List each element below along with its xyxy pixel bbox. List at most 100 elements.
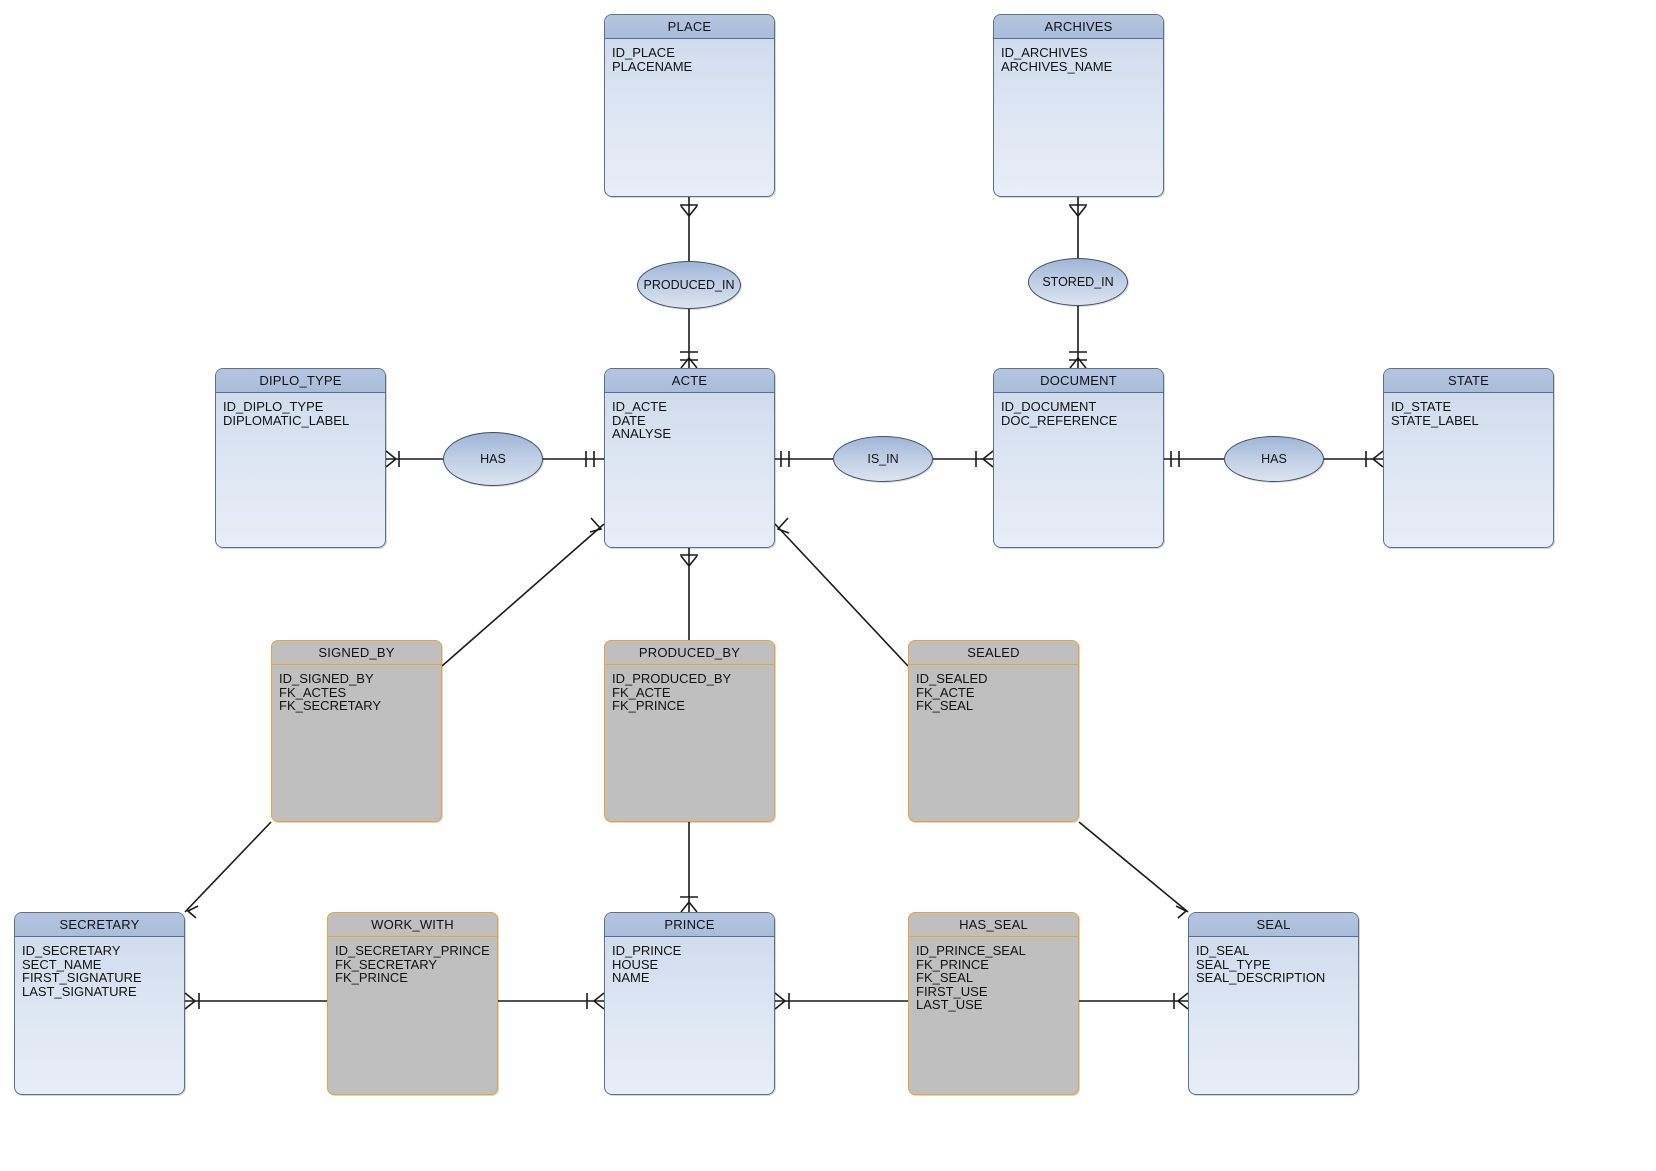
attribute-row: ID_SECRETARY_PRINCE — [335, 943, 490, 958]
attribute-row: FK_SECRETARY — [279, 698, 382, 714]
relationship-label-has_state: HAS — [1261, 452, 1287, 466]
attribute-row: DATE — [612, 412, 646, 428]
crowfoot-many — [680, 205, 698, 218]
relationship-stored_in[interactable]: STORED_IN — [1028, 258, 1128, 306]
relationship-is_in[interactable]: IS_IN — [833, 436, 933, 482]
attribute-row: FK_ACTE — [612, 684, 671, 700]
attribute-row: FK_ACTES — [279, 684, 347, 700]
entity-title-sealed: SEALED — [909, 641, 1078, 665]
attribute-row: ID_STATE — [1391, 399, 1452, 414]
entity-title-has_seal: HAS_SEAL — [909, 913, 1078, 937]
attribute-row: STATE_LABEL — [1391, 412, 1479, 428]
entity-title-archives: ARCHIVES — [994, 15, 1163, 39]
relationship-has_state[interactable]: HAS — [1224, 436, 1324, 482]
crowfoot-many — [1069, 205, 1087, 218]
attribute-row: DIPLOMATIC_LABEL — [223, 412, 350, 428]
entity-title-document: DOCUMENT — [994, 369, 1163, 393]
attribute-row: FK_ACTE — [916, 684, 975, 700]
entity-title-state: STATE — [1384, 369, 1553, 393]
attribute-row: FK_SECRETARY — [335, 956, 438, 972]
crowfoot-many — [186, 905, 199, 919]
attribute-row: ID_SECRETARY — [22, 943, 121, 958]
attribute-row: ID_SIGNED_BY — [279, 671, 374, 686]
entity-title-place: PLACE — [605, 15, 774, 39]
crowfoot-many — [184, 992, 197, 1010]
crowfoot-many — [385, 450, 398, 468]
attribute-row: ANALYSE — [612, 426, 672, 442]
edge-acte-signedby — [441, 523, 605, 667]
edge-sealed-seal — [1078, 821, 1189, 913]
relationship-has_diplo[interactable]: HAS — [443, 432, 543, 486]
edge-signedby-secretary — [184, 821, 272, 913]
crowfoot-many — [1175, 905, 1188, 919]
crowfoot-many — [1371, 450, 1384, 468]
entity-title-prince: PRINCE — [605, 913, 774, 937]
crowfoot-many — [776, 517, 790, 534]
attribute-row: FK_PRINCE — [916, 956, 989, 972]
attribute-row: FK_SEAL — [916, 698, 974, 714]
entity-title-seal: SEAL — [1189, 913, 1358, 937]
entity-title-secretary: SECRETARY — [15, 913, 184, 937]
relationship-label-produced_in: PRODUCED_IN — [643, 278, 735, 292]
entity-title-signed_by: SIGNED_BY — [272, 641, 441, 665]
crowfoot-many — [1069, 356, 1087, 369]
entity-title-work_with: WORK_WITH — [328, 913, 497, 937]
relationship-produced_in[interactable]: PRODUCED_IN — [637, 261, 741, 309]
entity-title-acte: ACTE — [605, 369, 774, 393]
attribute-row: ID_PLACE — [612, 45, 675, 60]
crowfoot-many — [1176, 992, 1189, 1010]
crowfoot-many — [680, 900, 698, 913]
attribute-row: ID_DIPLO_TYPE — [223, 399, 324, 414]
relationship-label-is_in: IS_IN — [867, 452, 899, 466]
attribute-row: SEAL_TYPE — [1196, 956, 1271, 972]
attribute-row: FK_SEAL — [916, 970, 974, 986]
attribute-row: HOUSE — [612, 956, 659, 972]
attribute-row: ID_PRODUCED_BY — [612, 671, 732, 686]
crowfoot-many — [981, 450, 994, 468]
relationship-label-has_diplo: HAS — [480, 452, 506, 466]
attribute-row: LAST_SIGNATURE — [22, 983, 137, 999]
attribute-row: FK_PRINCE — [335, 970, 408, 986]
attribute-row: ID_SEAL — [1196, 943, 1250, 958]
relationship-label-stored_in: STORED_IN — [1042, 275, 1114, 289]
attribute-row: FIRST_USE — [916, 983, 988, 999]
entity-title-diplo_type: DIPLO_TYPE — [216, 369, 385, 393]
attribute-row: SEAL_DESCRIPTION — [1196, 970, 1326, 986]
attribute-row: ID_PRINCE_SEAL — [916, 943, 1026, 958]
attribute-row: ID_DOCUMENT — [1001, 399, 1097, 414]
attribute-row: FK_PRINCE — [612, 698, 685, 714]
attribute-row: ID_PRINCE — [612, 943, 682, 958]
attribute-row: ID_ACTE — [612, 399, 667, 414]
attribute-row: ARCHIVES_NAME — [1001, 58, 1113, 74]
attribute-row: LAST_USE — [916, 997, 983, 1013]
attribute-row: FIRST_SIGNATURE — [22, 970, 142, 986]
